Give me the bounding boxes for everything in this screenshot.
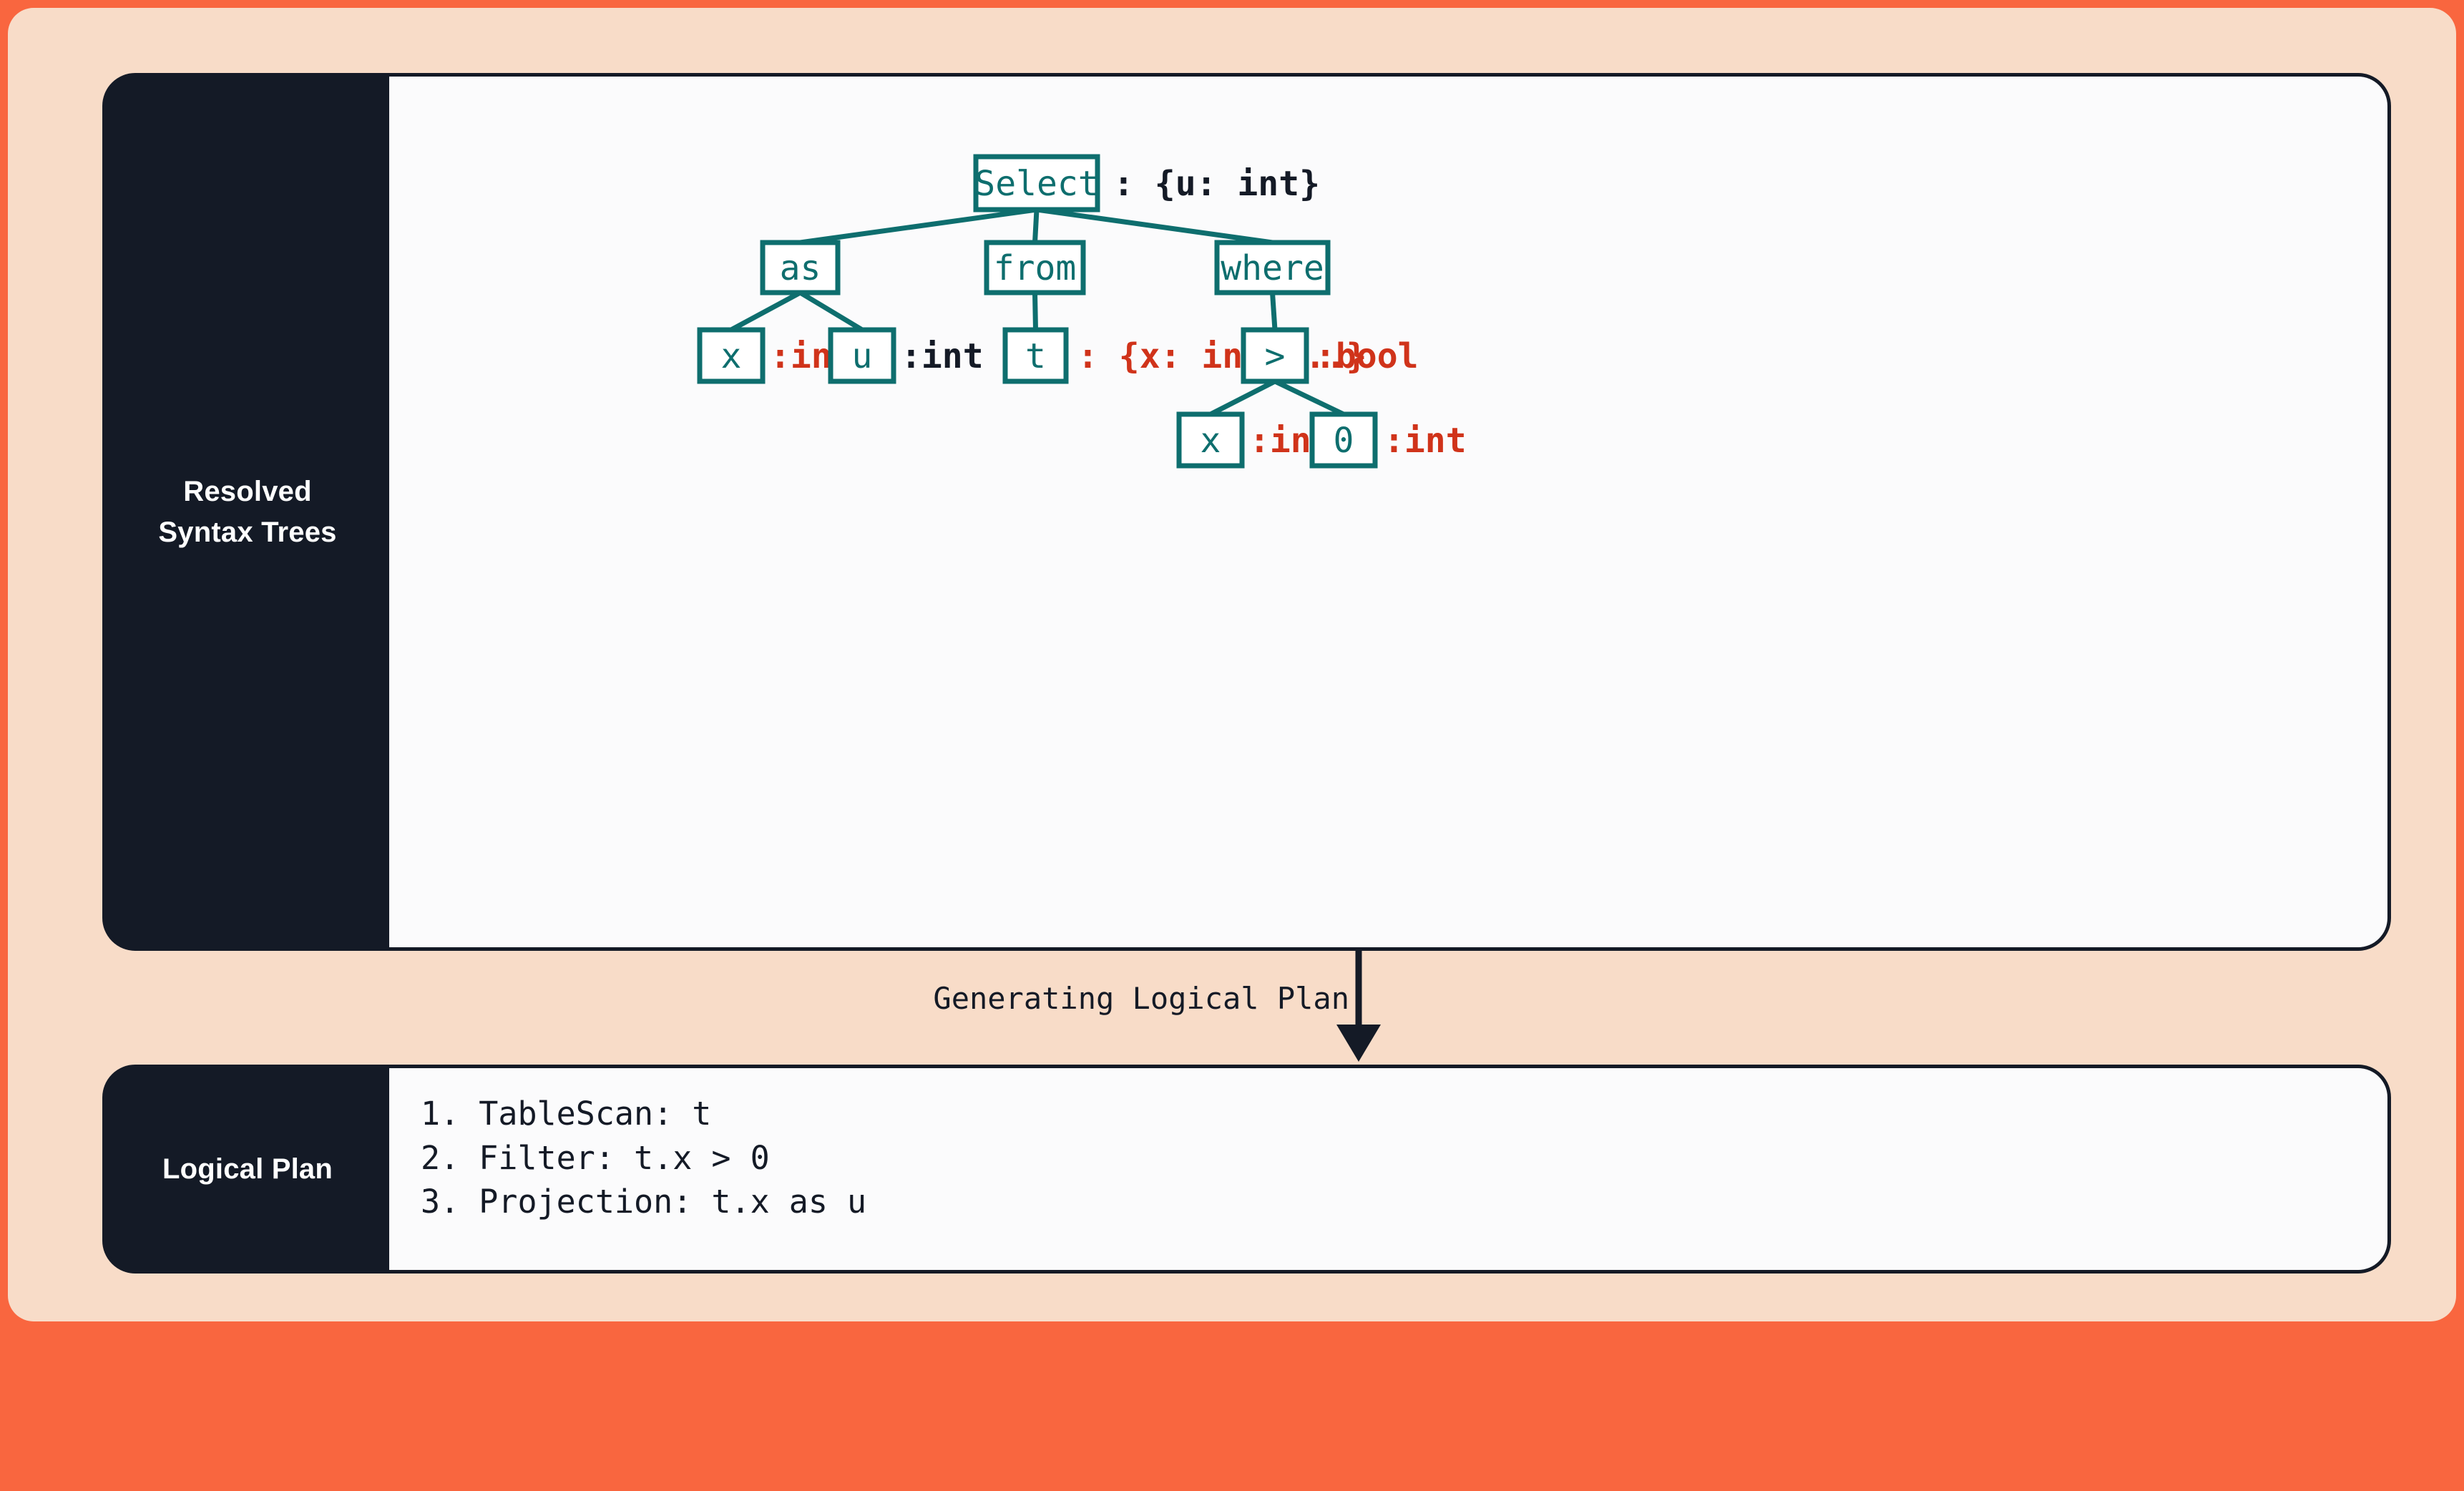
logical-plan-card: Logical Plan 1. TableScan: t 2. Filter: t… [102, 1065, 2391, 1274]
tree-node-label: 0 [1334, 421, 1354, 461]
tree-node-select[interactable]: Select : {u: int} [973, 154, 1320, 212]
tree-edge [1209, 378, 1276, 417]
logical-plan-steps: 1. TableScan: t 2. Filter: t.x > 0 3. Proj… [421, 1092, 866, 1224]
tree-edge [1273, 378, 1345, 417]
tree-node-label: where [1221, 248, 1324, 288]
tree-node-where[interactable]: where [1214, 240, 1331, 295]
tree-node-from-t[interactable]: t : {x: int,...} [1002, 327, 1367, 384]
tree-node-type-annotation: :int [1384, 421, 1467, 461]
logical-plan-step: 2. Filter: t.x > 0 [421, 1138, 770, 1177]
tree-node-type-annotation: :bool [1315, 336, 1419, 376]
tree-node-box [1176, 411, 1245, 469]
resolved-syntax-trees-label: Resolved Syntax Trees [106, 77, 389, 947]
tree-node-label: t [1025, 336, 1046, 376]
tree-edge [1032, 292, 1038, 331]
tree-node-type-annotation: : {x: int,...} [1077, 336, 1367, 376]
syntax-tree-panel [389, 77, 2387, 947]
tree-node-box [973, 154, 1100, 212]
tree-edge [798, 290, 864, 332]
tree-node-gt-0[interactable]: 0 :int [1309, 411, 1467, 469]
tree-node-label: Select [974, 164, 1098, 204]
down-arrow-icon [1336, 951, 1381, 1062]
tree-node-box [984, 240, 1086, 295]
tree-node-box [697, 327, 766, 384]
tree-node-gt[interactable]: > :bool [1241, 327, 1419, 384]
tree-node-type-annotation: :int [901, 336, 984, 376]
logical-plan-step: 1. TableScan: t [421, 1095, 712, 1133]
tree-node-label: from [994, 248, 1077, 288]
tree-node-as[interactable]: as [760, 240, 841, 295]
tree-node-gt-x[interactable]: x:int [1176, 411, 1332, 469]
tree-node-from[interactable]: from [984, 240, 1086, 295]
tree-node-label: > [1265, 336, 1286, 376]
tree-node-type-annotation: : {u: int} [1113, 164, 1320, 204]
tree-edge [800, 207, 1037, 245]
tree-edge [1270, 292, 1278, 331]
tree-node-box [828, 327, 896, 384]
tree-node-box [760, 240, 841, 295]
tree-node-label: u [852, 336, 873, 376]
transition-zone: Generating Logical Plan [102, 951, 2391, 1066]
tree-node-box [1309, 411, 1378, 469]
tree-edge [1036, 207, 1273, 245]
tree-node-box [1214, 240, 1331, 295]
logical-plan-step: 3. Projection: t.x as u [421, 1183, 867, 1221]
transition-label: Generating Logical Plan [933, 981, 1349, 1016]
rst-label-line-1: Resolved [183, 475, 312, 507]
logical-plan-panel [389, 1068, 2387, 1270]
tree-edge [1032, 209, 1040, 243]
logical-plan-label: Logical Plan [162, 1153, 333, 1185]
rst-label-line-2: Syntax Trees [158, 516, 337, 548]
footer-bar: Compilation Produces an Executable Plan … [0, 1321, 2464, 1491]
tree-edge-group [730, 207, 1345, 417]
tree-node-label: as [780, 248, 821, 288]
tree-node-box [1241, 327, 1309, 384]
tree-node-as-u[interactable]: u :int [828, 327, 984, 384]
resolved-syntax-trees-card: Resolved Syntax Trees Select : {u: int} as… [102, 73, 2391, 951]
tree-node-label: x [1201, 421, 1221, 461]
tree-node-label: x [721, 336, 742, 376]
tree-node-box [1002, 327, 1069, 384]
tree-edge [730, 290, 802, 333]
